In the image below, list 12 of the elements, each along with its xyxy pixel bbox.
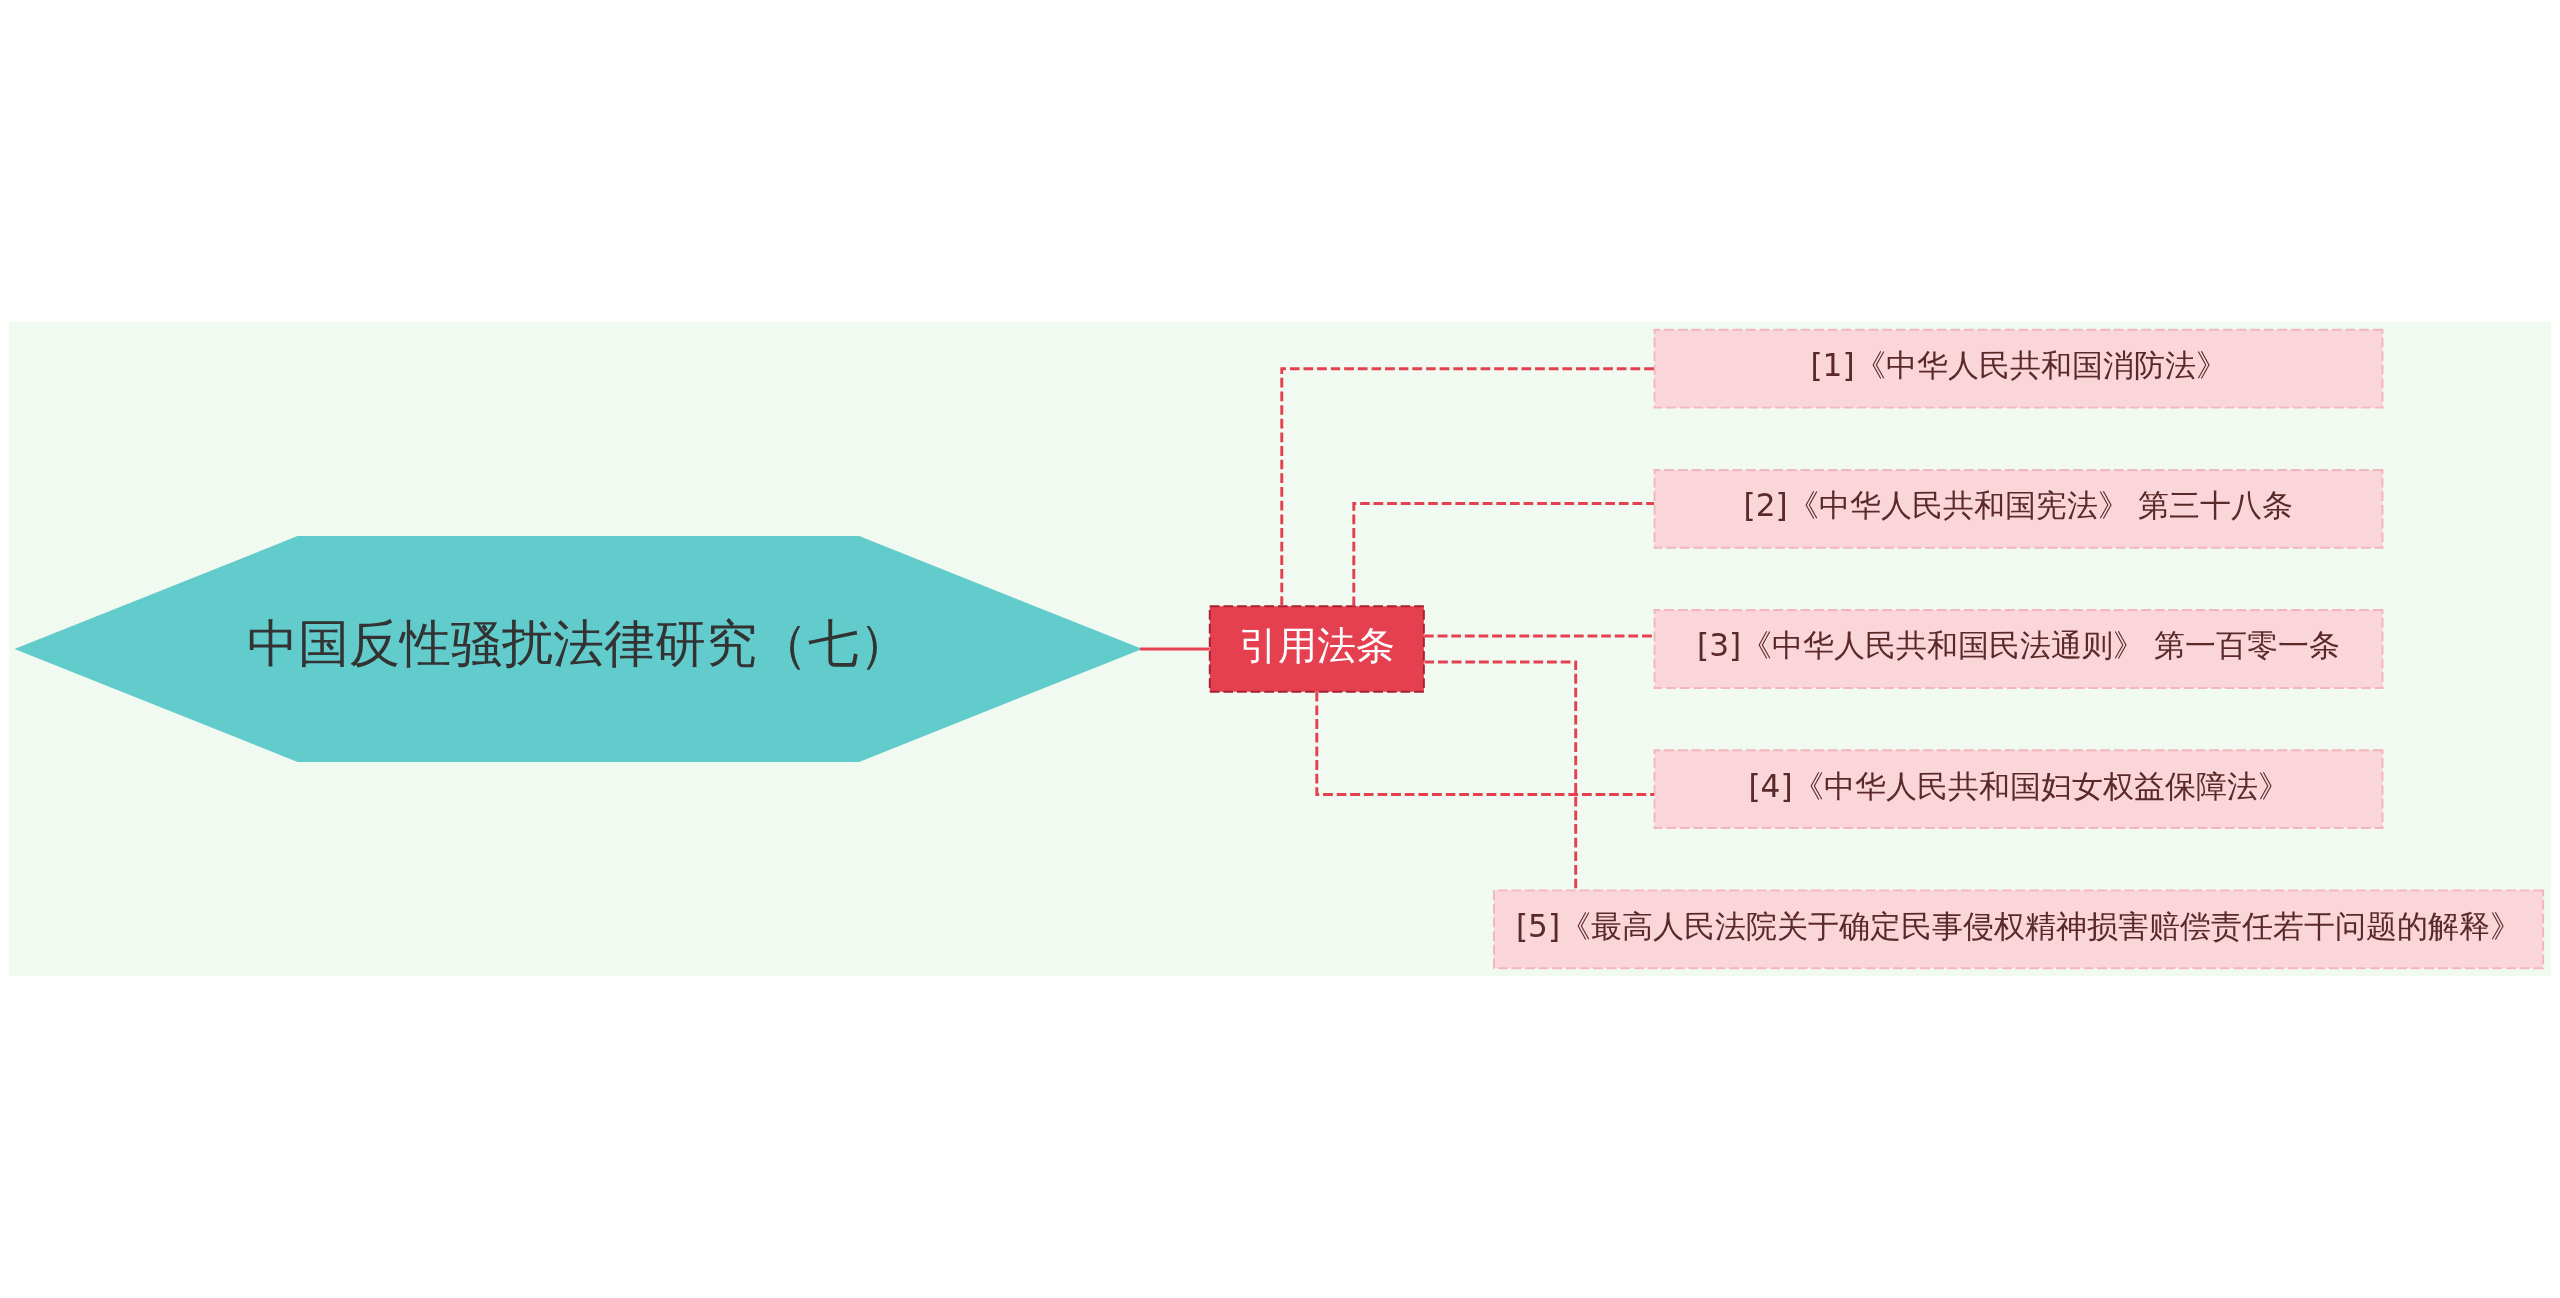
node-box: [5]《最高人民法院关于确定民事侵权精神损害赔偿责任若干问题的解释》: [1492, 889, 2545, 970]
node-box: [2]《中华人民共和国宪法》 第三十八条: [1653, 468, 2384, 549]
node-box: [4]《中华人民共和国妇女权益保障法》: [1653, 749, 2384, 830]
node-box: 引用法条: [1208, 605, 1425, 693]
connector: [1315, 691, 1655, 796]
connector: [1424, 634, 1655, 638]
node-box: [1]《中华人民共和国消防法》: [1653, 328, 2384, 409]
connector: [1139, 647, 1210, 651]
connector: [1352, 502, 1655, 607]
connector: [1424, 660, 1578, 890]
connector: [1280, 367, 1655, 606]
node-box: [3]《中华人民共和国民法通则》 第一百零一条: [1653, 609, 2384, 689]
